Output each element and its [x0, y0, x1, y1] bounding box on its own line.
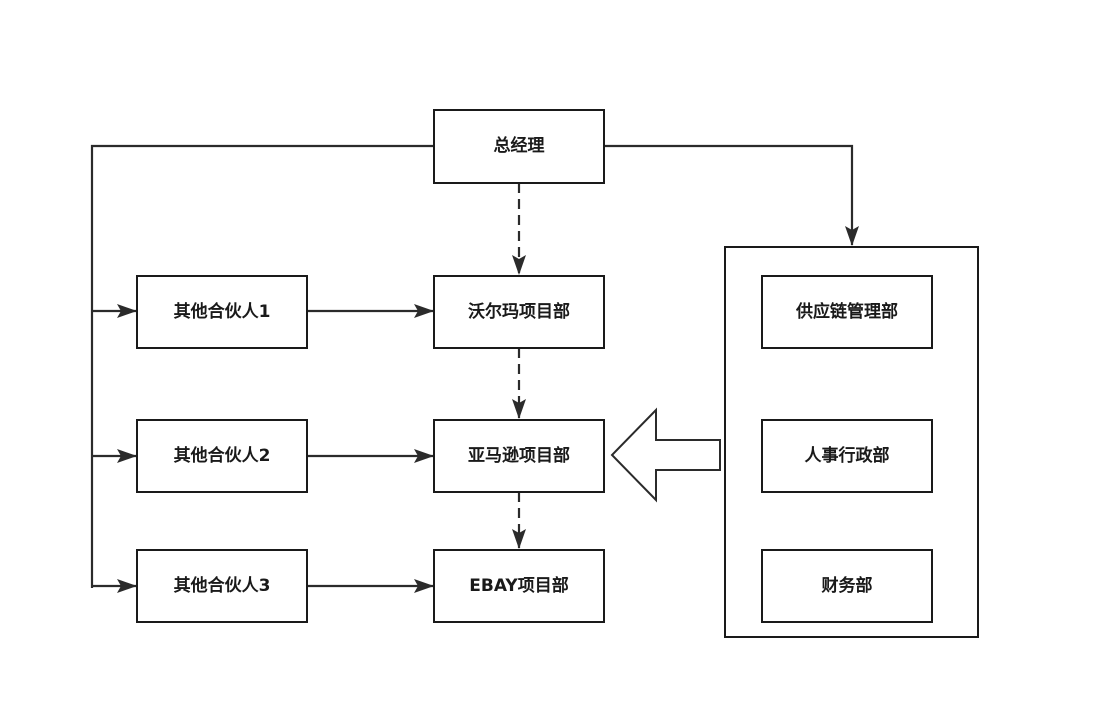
- node-partner1-label: 其他合伙人1: [174, 301, 271, 322]
- node-finance-label: 财务部: [821, 575, 873, 596]
- node-ebay-label: EBAY项目部: [469, 575, 568, 596]
- node-supply-label: 供应链管理部: [795, 301, 898, 322]
- node-finance: 财务部: [761, 549, 933, 623]
- connectors: [90, 144, 859, 593]
- connector-gm-to-support-depts: [604, 144, 859, 246]
- node-walmart-label: 沃尔玛项目部: [468, 301, 570, 322]
- node-partner1: 其他合伙人1: [136, 275, 308, 349]
- node-walmart: 沃尔玛项目部: [433, 275, 605, 349]
- node-hr: 人事行政部: [761, 419, 933, 493]
- node-partner3: 其他合伙人3: [136, 549, 308, 623]
- connector-gm-to-partners: [90, 144, 434, 588]
- node-ebay: EBAY项目部: [433, 549, 605, 623]
- node-amazon-label: 亚马逊项目部: [468, 445, 570, 466]
- node-amazon: 亚马逊项目部: [433, 419, 605, 493]
- node-gm: 总经理: [433, 109, 605, 184]
- node-gm-label: 总经理: [494, 135, 545, 156]
- node-hr-label: 人事行政部: [805, 445, 890, 466]
- node-partner2-label: 其他合伙人2: [174, 445, 271, 466]
- node-partner2: 其他合伙人2: [136, 419, 308, 493]
- support-to-amazon-hollow-arrow: [610, 407, 721, 503]
- node-supply: 供应链管理部: [761, 275, 933, 349]
- node-partner3-label: 其他合伙人3: [174, 575, 271, 596]
